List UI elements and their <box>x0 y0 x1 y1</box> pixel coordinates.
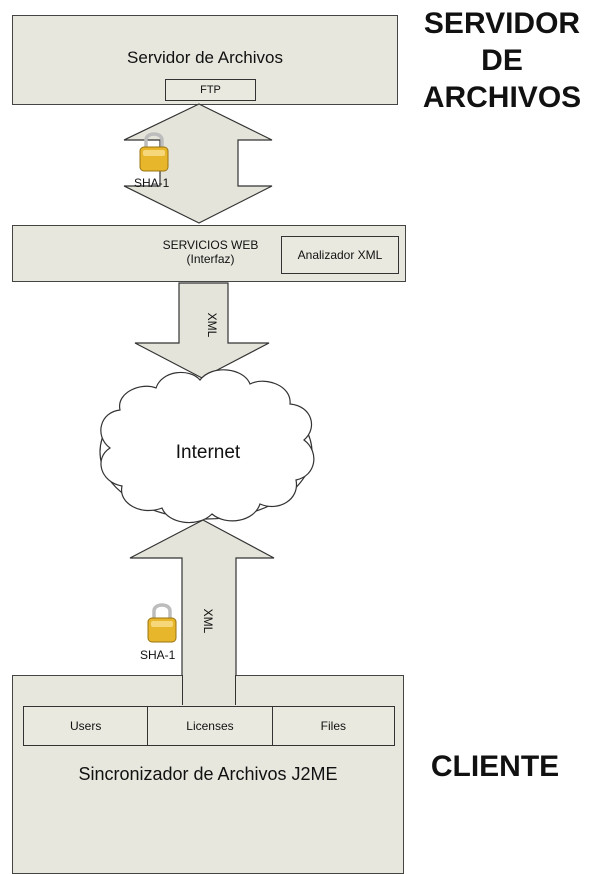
ws-internet-xml-label: XML <box>205 312 219 338</box>
server-section-title: SERVIDOR DE ARCHIVOS <box>412 5 592 116</box>
web-services-title-line-2: (Interfaz) <box>186 252 235 266</box>
server-title-line-3: ARCHIVOS <box>422 81 582 114</box>
module-files: Files <box>320 719 346 733</box>
client-sync-title: Sincronizador de Archivos J2ME <box>78 764 338 784</box>
server-title-line-2: DE <box>481 44 523 77</box>
server-ws-double-arrow <box>123 103 273 224</box>
padlock-icon <box>139 132 169 172</box>
file-server-title: Servidor de Archivos <box>127 48 283 67</box>
client-internet-xml-label: XML <box>201 608 215 634</box>
client-section-title: CLIENTE <box>430 750 560 783</box>
client-arrow-shaft-overlay <box>182 675 236 705</box>
web-services-box: SERVICIOS WEB (Interfaz) Analizador XML <box>12 225 406 282</box>
web-services-title-line-1: SERVICIOS WEB <box>162 238 259 252</box>
client-internet-arrow <box>129 519 275 708</box>
ftp-box: FTP <box>165 79 256 101</box>
server-title-line-1: SERVIDOR <box>423 7 581 40</box>
padlock-icon <box>147 603 177 643</box>
client-sha1-label: SHA-1 <box>140 648 176 662</box>
file-server-box: Servidor de Archivos FTP <box>12 15 398 105</box>
web-services-title: SERVICIOS WEB (Interfaz) <box>143 238 278 266</box>
client-modules-row: Users Licenses Files <box>23 706 395 746</box>
ws-internet-arrow <box>134 282 270 379</box>
server-sha1-label: SHA-1 <box>134 176 170 190</box>
module-licenses: Licenses <box>148 707 273 745</box>
internet-label: Internet <box>175 442 241 463</box>
module-users: Users <box>24 707 149 745</box>
cloud-outline-icon <box>100 369 315 524</box>
xml-analyzer-box: Analizador XML <box>281 236 399 274</box>
